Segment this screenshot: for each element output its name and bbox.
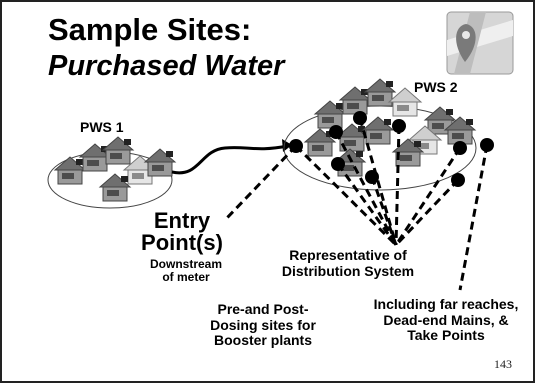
dashed-line-8 <box>458 144 489 291</box>
far-reaches-label: Including far reaches, Dead-end Mains, &… <box>360 296 532 344</box>
flow-arrow <box>171 144 289 175</box>
pws2-cluster <box>283 78 477 191</box>
representative-label: Representative of Distribution System <box>263 247 433 279</box>
sample-dot <box>451 173 465 187</box>
sample-dot <box>353 111 367 125</box>
sample-site-dots <box>289 111 494 187</box>
sample-dot <box>392 119 406 133</box>
map-pin-icon <box>446 11 514 75</box>
pws1-label: PWS 1 <box>80 119 124 135</box>
downstream-line2: of meter <box>162 270 210 285</box>
dashed-line-2 <box>334 131 398 246</box>
dashed-line-6 <box>336 163 398 246</box>
dashed-line-1 <box>294 144 398 247</box>
pws1-cluster <box>47 136 176 209</box>
sampling-lines <box>223 117 489 291</box>
pws2-label: PWS 2 <box>414 79 458 95</box>
sample-dot <box>453 141 467 155</box>
dashed-line-7 <box>394 147 462 246</box>
slide-title: Sample Sites: <box>48 12 252 47</box>
booster-line1: Pre-and Post- <box>217 301 309 317</box>
representative-line2: Distribution System <box>281 262 415 279</box>
downstream-line1: Downstream <box>149 257 223 271</box>
dashed-line-4 <box>394 125 401 246</box>
sample-dot <box>329 125 343 139</box>
entry-point-label: Entry Point(s) <box>140 210 224 254</box>
booster-line3: Booster plants <box>213 332 312 349</box>
booster-line2: Dosing sites for <box>210 316 316 333</box>
entry-point-line2: Point(s) <box>141 230 223 255</box>
slide-subtitle: Purchased Water <box>48 50 285 82</box>
booster-label: Pre-and Post- Dosing sites for Booster p… <box>198 301 328 349</box>
dashed-line-entry <box>223 144 298 222</box>
entry-point-dot <box>289 139 303 153</box>
far-reaches-line3: Take Points <box>407 327 485 344</box>
representative-line1: Representative of <box>289 247 407 263</box>
far-reaches-line1: Including far reaches, <box>373 296 519 312</box>
sample-dot <box>365 170 379 184</box>
entry-point-line1: Entry <box>153 208 211 233</box>
sample-dot <box>480 138 494 152</box>
far-reaches-line2: Dead-end Mains, & <box>383 311 509 328</box>
page-number: 143 <box>494 357 512 371</box>
downstream-label: Downstream of meter <box>146 257 226 285</box>
dashed-line-9 <box>394 178 460 247</box>
dashed-line-3 <box>358 117 398 246</box>
sample-dot <box>331 157 345 171</box>
